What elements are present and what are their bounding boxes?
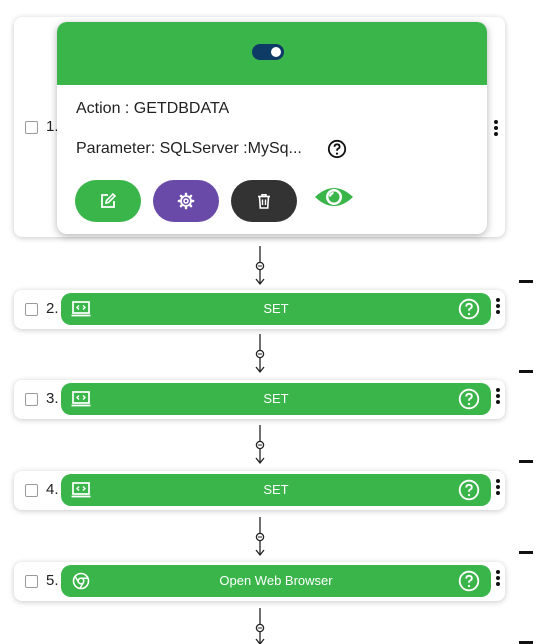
gear-icon bbox=[177, 192, 195, 210]
step-card-3: 3. SET bbox=[14, 380, 505, 419]
code-monitor-icon bbox=[71, 391, 91, 407]
more-icon[interactable] bbox=[496, 298, 500, 316]
step-number-5: 5. bbox=[46, 572, 59, 589]
collapse-icon[interactable] bbox=[519, 460, 533, 463]
popup-header bbox=[57, 22, 487, 85]
step-checkbox-1[interactable] bbox=[25, 121, 38, 134]
help-icon[interactable] bbox=[327, 139, 347, 159]
step-checkbox-4[interactable] bbox=[25, 484, 38, 497]
settings-button[interactable] bbox=[153, 180, 219, 222]
step-title: Open Web Browser bbox=[219, 573, 333, 588]
step-number-4: 4. bbox=[46, 481, 59, 498]
step-detail-popup: Action : GETDBDATA Parameter: SQLServer … bbox=[57, 22, 487, 234]
flow-connector bbox=[255, 246, 265, 286]
step-title: SET bbox=[263, 301, 289, 316]
more-icon[interactable] bbox=[496, 479, 500, 497]
step-bar-5[interactable]: Open Web Browser bbox=[61, 565, 491, 597]
trash-icon bbox=[258, 194, 270, 209]
code-monitor-icon bbox=[71, 301, 91, 317]
flow-connector bbox=[255, 334, 265, 374]
collapse-icon[interactable] bbox=[519, 551, 533, 554]
delete-button[interactable] bbox=[231, 180, 297, 222]
parameter-label: Parameter: SQLServer :MySq... bbox=[76, 140, 302, 157]
flow-connector bbox=[255, 517, 265, 557]
collapse-icon[interactable] bbox=[519, 370, 533, 373]
step-number-1: 1. bbox=[46, 118, 59, 135]
collapse-icon[interactable] bbox=[519, 641, 533, 644]
chrome-icon bbox=[72, 572, 90, 590]
step-card-5: 5. Open Web Browser bbox=[14, 562, 505, 601]
help-icon[interactable] bbox=[458, 479, 480, 501]
enable-toggle[interactable] bbox=[252, 44, 284, 60]
flow-connector bbox=[255, 608, 265, 644]
step-number-2: 2. bbox=[46, 300, 59, 317]
step-title: SET bbox=[263, 391, 289, 406]
code-monitor-icon bbox=[71, 482, 91, 498]
action-label: Action : GETDBDATA bbox=[76, 100, 230, 117]
more-icon[interactable] bbox=[496, 570, 500, 588]
edit-icon bbox=[101, 192, 117, 208]
step-bar-3[interactable]: SET bbox=[61, 383, 491, 415]
eye-icon[interactable] bbox=[314, 184, 354, 210]
more-icon[interactable] bbox=[494, 120, 498, 138]
edit-button[interactable] bbox=[75, 180, 141, 222]
step-card-2: 2. SET bbox=[14, 290, 505, 329]
help-icon[interactable] bbox=[458, 298, 480, 320]
collapse-icon[interactable] bbox=[519, 280, 533, 283]
step-checkbox-3[interactable] bbox=[25, 393, 38, 406]
step-number-3: 3. bbox=[46, 390, 59, 407]
step-bar-2[interactable]: SET bbox=[61, 293, 491, 325]
step-card-4: 4. SET bbox=[14, 471, 505, 510]
step-checkbox-5[interactable] bbox=[25, 575, 38, 588]
step-checkbox-2[interactable] bbox=[25, 303, 38, 316]
step-title: SET bbox=[263, 482, 289, 497]
help-icon[interactable] bbox=[458, 570, 480, 592]
flow-connector bbox=[255, 425, 265, 465]
step-bar-4[interactable]: SET bbox=[61, 474, 491, 506]
more-icon[interactable] bbox=[496, 388, 500, 406]
help-icon[interactable] bbox=[458, 388, 480, 410]
